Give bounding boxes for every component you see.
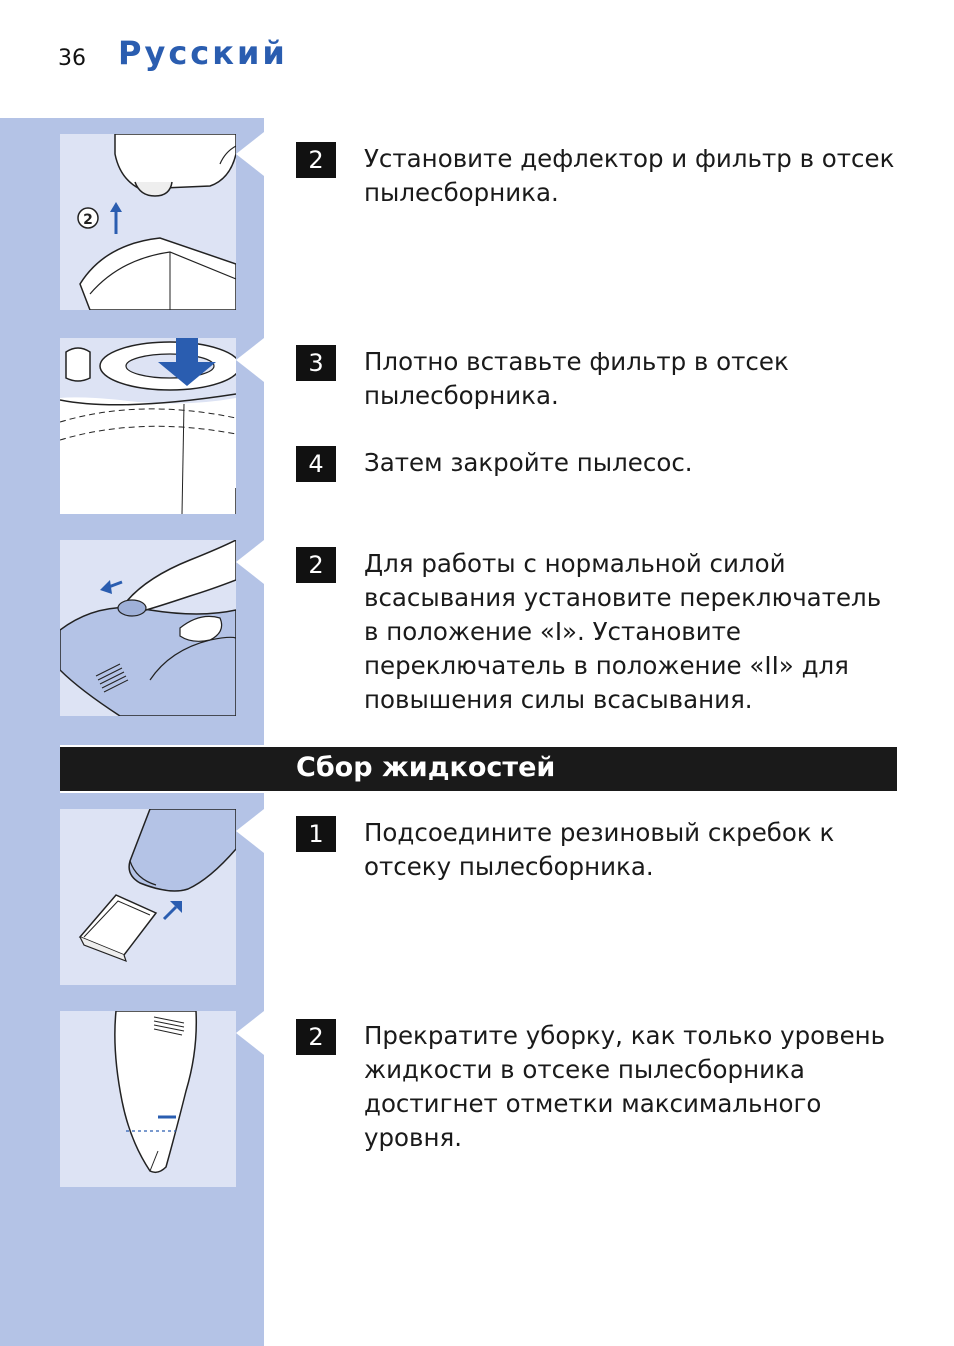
step-number: 2 [296,142,336,178]
down-arrow-icon [176,338,198,366]
step-number: 3 [296,345,336,381]
figure-power-switch [60,540,236,716]
liquid-level-illustration [114,1011,198,1174]
power-switch-illustration [60,540,236,716]
callout-circle [77,207,99,229]
squeegee-illustration [78,809,236,963]
page-number: 36 [58,46,86,71]
up-right-arrow-icon [162,905,178,921]
callout-number: 2 [83,212,93,228]
step-text: Подсоедините резиновый скребок к отсеку … [364,818,835,881]
figure-pointer [236,1011,264,1055]
figure-pointer [236,540,264,584]
step-text: Прекратите уборку, как только уровень жи… [364,1021,886,1152]
figure-deflector-filter: 2 [60,134,236,310]
step-text: Затем закройте пылесос. [364,448,693,477]
step-text: Для работы с нормальной силой всасывания… [364,549,882,714]
figure-pointer [236,338,264,382]
section-title: Сбор жидкостей [296,752,556,783]
step-text: Установите дефлектор и фильтр в отсек пы… [364,144,895,207]
section-header-bar: Сбор жидкостей [60,745,897,791]
step-number: 1 [296,816,336,852]
step-number: 4 [296,446,336,482]
step-number: 2 [296,1019,336,1055]
step-text: Плотно вставьте фильтр в отсек пылесборн… [364,347,789,410]
figure-pointer [236,132,264,176]
figure-insert-filter [60,338,236,514]
figure-squeegee [60,809,236,985]
filter-insert-illustration [60,338,236,514]
deflector-illustration: 2 [77,134,236,310]
language-title: Русский [118,34,288,72]
step-number: 2 [296,547,336,583]
figure-pointer [236,809,264,853]
figure-liquid-level [60,1011,236,1187]
